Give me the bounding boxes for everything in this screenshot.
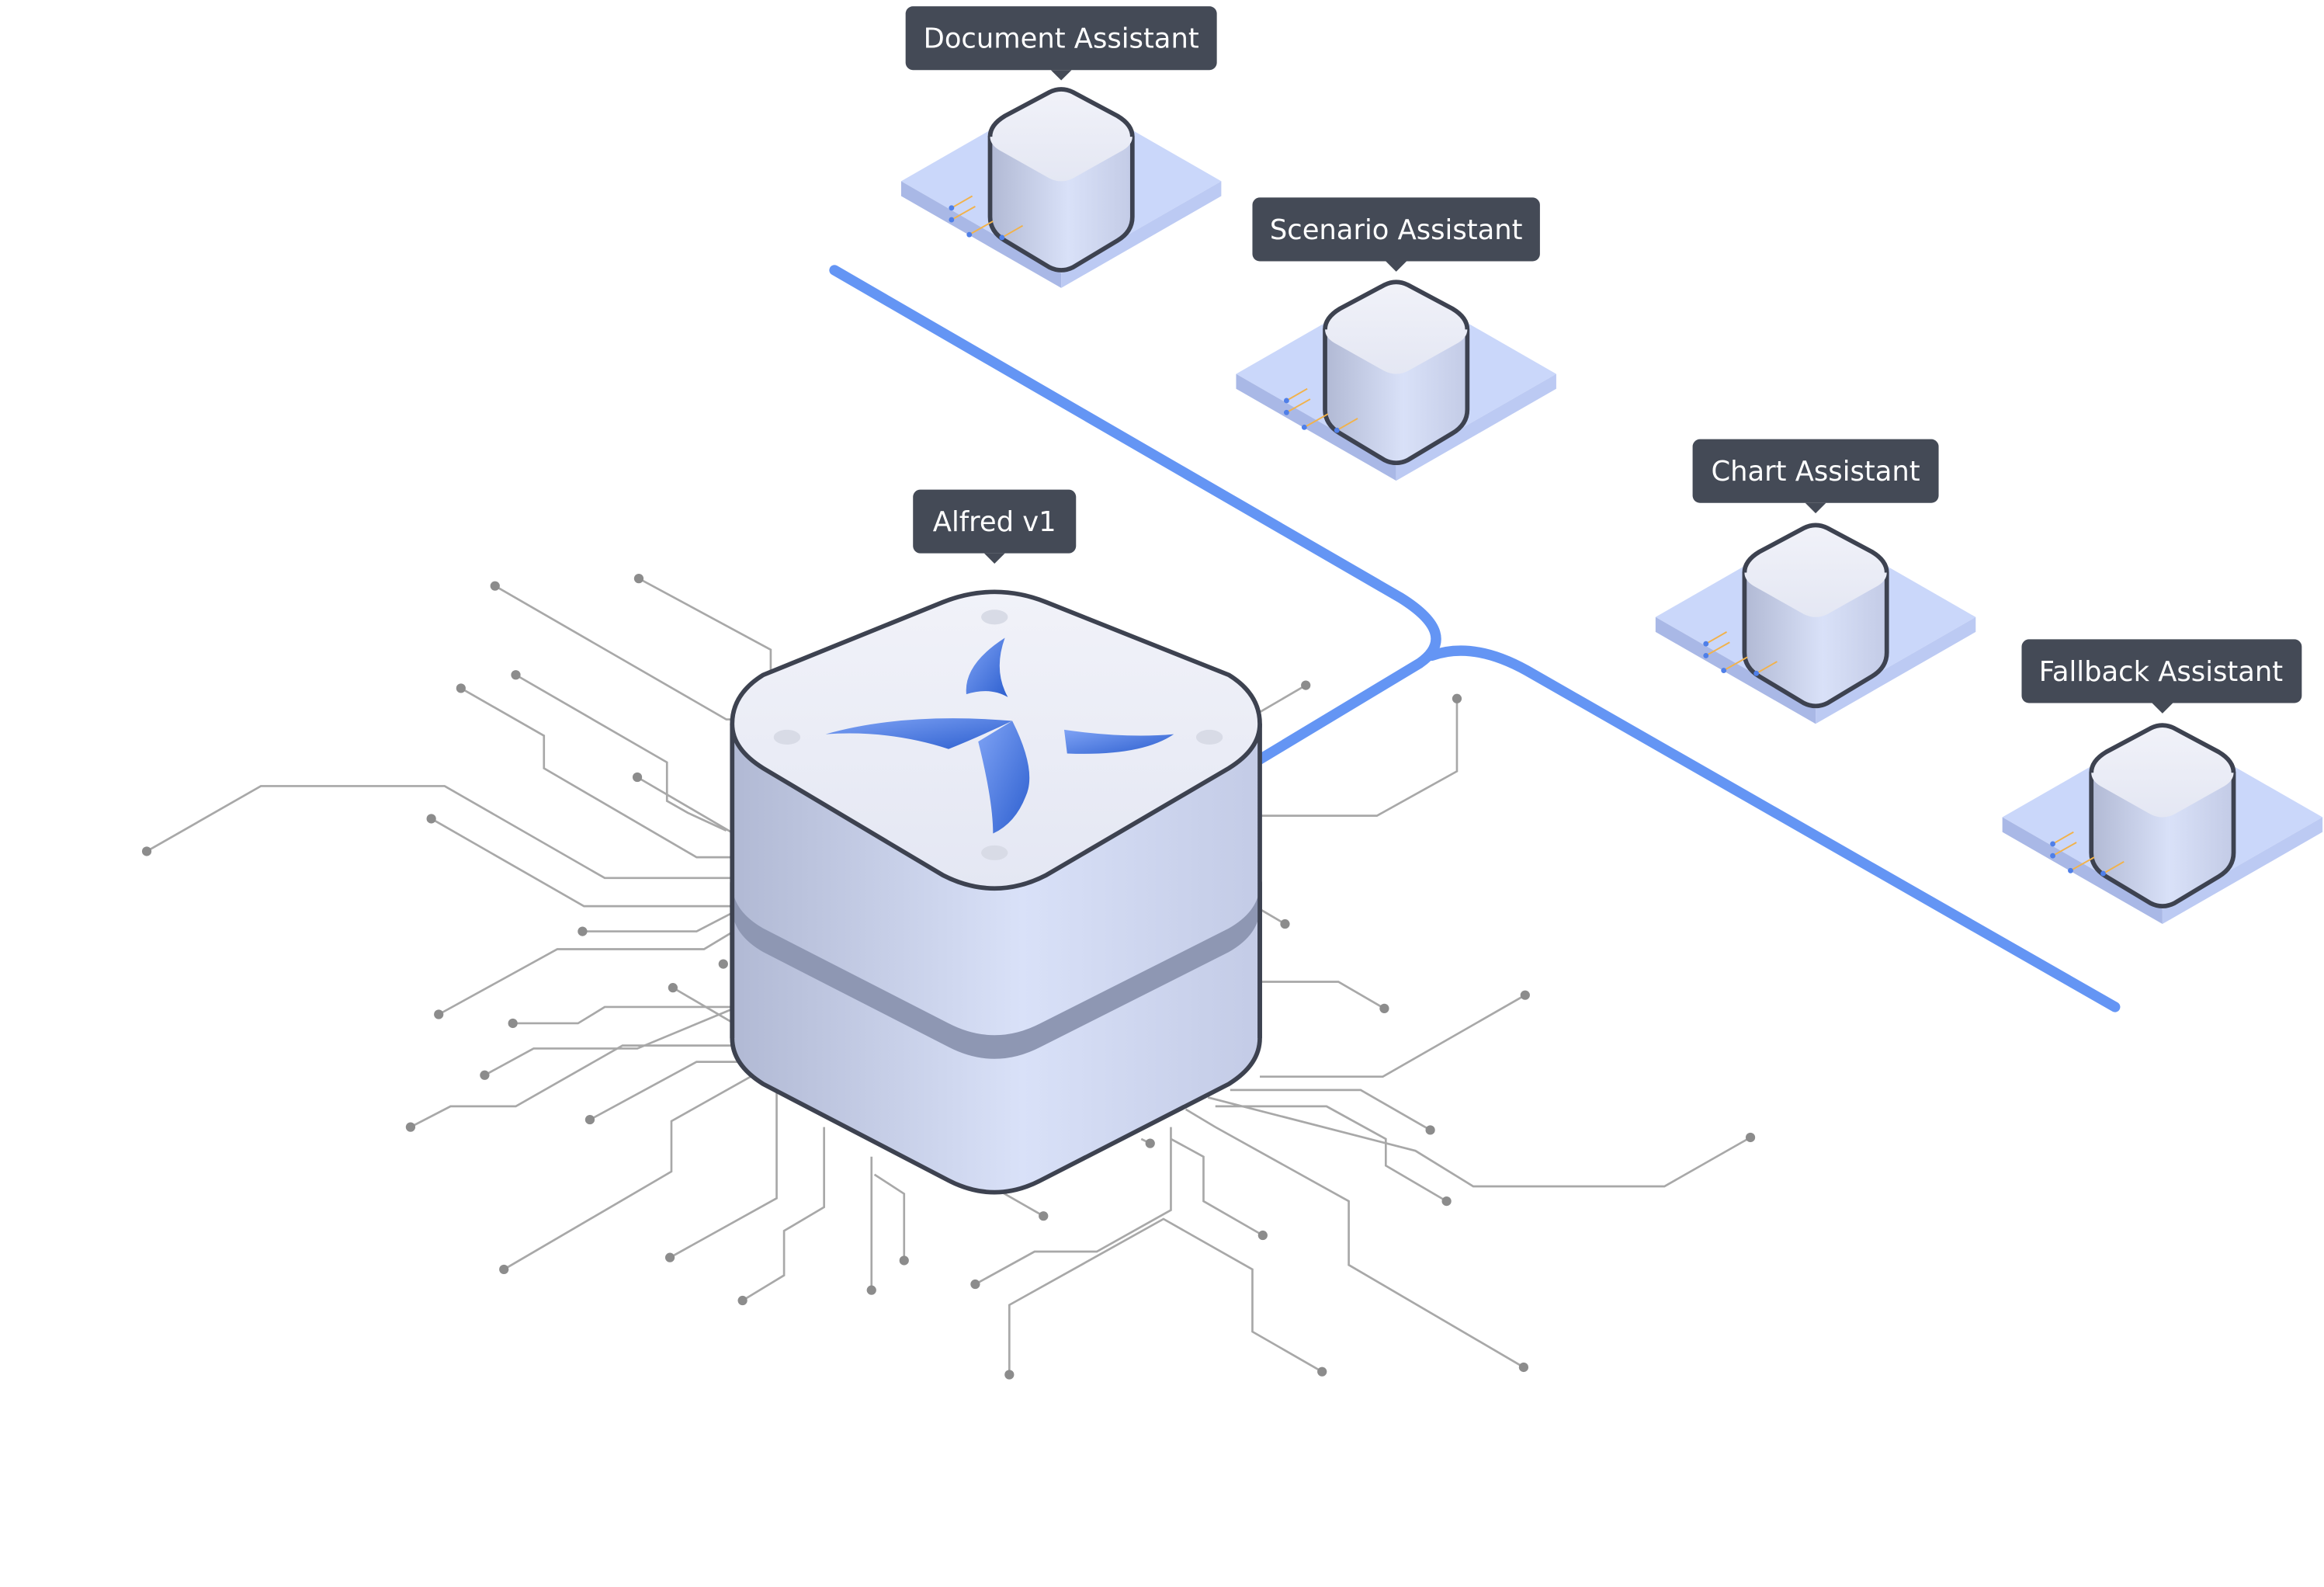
- circuit-dots: [141, 574, 1756, 1380]
- scenario-assistant-node[interactable]: [1236, 282, 1556, 481]
- circuit-traces: [146, 577, 1751, 1375]
- document-assistant-label: Document Assistant: [924, 23, 1199, 55]
- connector-lines: [829, 265, 2121, 1012]
- chart-assistant-label: Chart Assistant: [1711, 456, 1920, 488]
- upper-connector-line: [829, 265, 1441, 769]
- label-fallback-assistant: Fallback Assistant: [2021, 639, 2302, 714]
- fallback-assistant-label: Fallback Assistant: [2039, 656, 2283, 688]
- document-assistant-node[interactable]: [901, 89, 1221, 288]
- label-document-assistant: Document Assistant: [905, 6, 1217, 81]
- label-chart-assistant: Chart Assistant: [1692, 439, 1939, 514]
- label-scenario-assistant: Scenario Assistant: [1252, 197, 1540, 272]
- label-alfred-v1: Alfred v1: [913, 489, 1077, 564]
- chart-assistant-node[interactable]: [1656, 525, 1975, 724]
- fallback-assistant-node[interactable]: [2003, 725, 2322, 924]
- alfred-hub[interactable]: [730, 589, 1262, 1195]
- x-logo-icon: [825, 637, 1174, 834]
- lower-connector-line: [1426, 645, 2121, 1012]
- hub-label: Alfred v1: [933, 506, 1056, 538]
- scenario-assistant-label: Scenario Assistant: [1270, 214, 1523, 246]
